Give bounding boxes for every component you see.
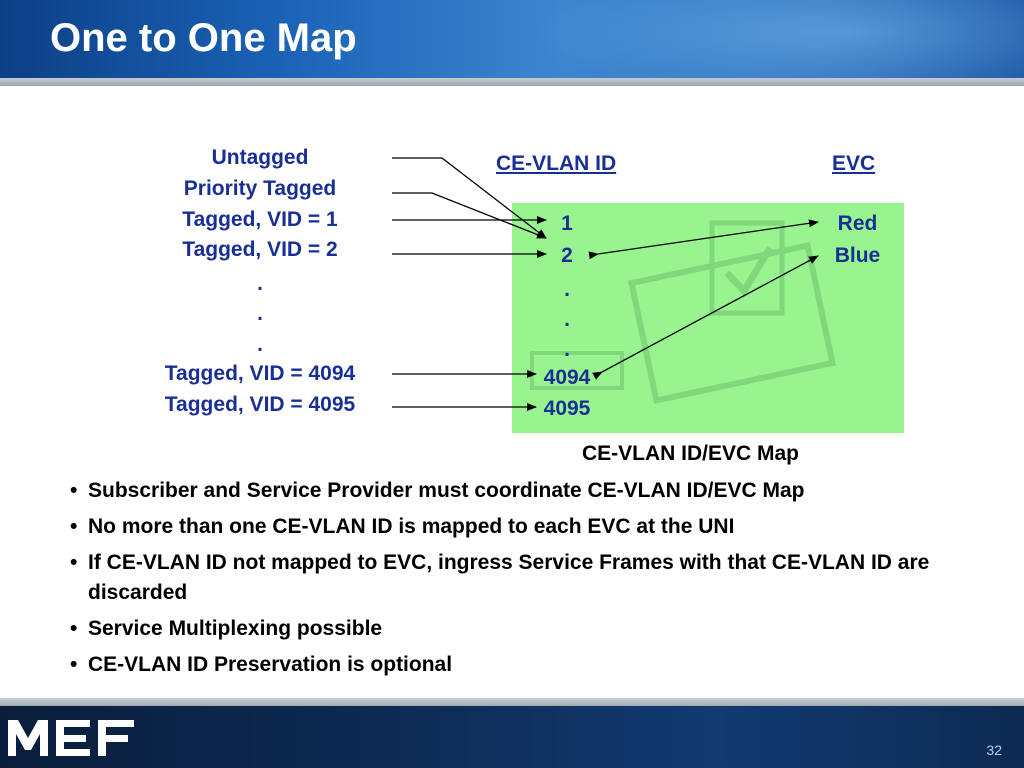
- frame-type-vid-4094: Tagged, VID = 4094: [164, 362, 356, 385]
- ce-vlan-id-ellipsis: .: [564, 338, 570, 361]
- frame-type-untagged: Untagged: [211, 146, 309, 169]
- slide-title: One to One Map: [50, 16, 357, 60]
- ce-vlan-id-4094: 4094: [543, 366, 591, 389]
- bullet-item: • Service Multiplexing possible: [70, 614, 970, 644]
- footer-divider: [0, 698, 1024, 706]
- bullet-text: If CE-VLAN ID not mapped to EVC, ingress…: [88, 551, 930, 604]
- frame-type-ellipsis: .: [257, 333, 263, 356]
- frame-type-priority-tagged: Priority Tagged: [183, 177, 337, 200]
- frame-type-ellipsis: .: [257, 302, 263, 325]
- bullet-glyph: •: [70, 653, 78, 676]
- ce-vlan-id-header: CE-VLAN ID: [496, 152, 617, 175]
- bullet-glyph: •: [70, 551, 78, 574]
- bullet-list: • Subscriber and Service Provider must co…: [70, 476, 970, 686]
- page-number: 32: [986, 742, 1002, 758]
- evc-red: Red: [837, 212, 878, 235]
- ce-vlan-id-ellipsis: .: [564, 308, 570, 331]
- header-divider: [0, 78, 1024, 86]
- frame-type-vid-4095: Tagged, VID = 4095: [164, 393, 356, 416]
- bullet-text: Service Multiplexing possible: [88, 617, 383, 640]
- title-bar: One to One Map: [0, 0, 1024, 78]
- evc-blue: Blue: [834, 244, 881, 267]
- bullet-glyph: •: [70, 479, 78, 502]
- ce-vlan-id-1: 1: [561, 212, 573, 235]
- frame-type-vid-2: Tagged, VID = 2: [182, 238, 338, 261]
- bullet-text: Subscriber and Service Provider must coo…: [88, 479, 805, 502]
- ce-vlan-id-ellipsis: .: [564, 278, 570, 301]
- ce-vlan-id-4095: 4095: [543, 397, 591, 420]
- bullet-text: No more than one CE-VLAN ID is mapped to…: [88, 515, 735, 538]
- ce-vlan-id-2: 2: [561, 244, 573, 267]
- evc-header: EVC: [832, 152, 876, 175]
- bullet-item: • If CE-VLAN ID not mapped to EVC, ingres…: [70, 548, 970, 608]
- frame-type-ellipsis: .: [257, 272, 263, 295]
- bullet-glyph: •: [70, 617, 78, 640]
- map-caption: CE-VLAN ID/EVC Map: [582, 442, 800, 465]
- bullet-glyph: •: [70, 515, 78, 538]
- bullet-item: • Subscriber and Service Provider must co…: [70, 476, 970, 506]
- bullet-item: • No more than one CE-VLAN ID is mapped t…: [70, 512, 970, 542]
- footer-bar: [0, 706, 1024, 768]
- frame-type-vid-1: Tagged, VID = 1: [182, 208, 338, 231]
- header-decoration: [504, 0, 1024, 78]
- bullet-text: CE-VLAN ID Preservation is optional: [88, 653, 453, 676]
- bullet-item: • CE-VLAN ID Preservation is optional: [70, 650, 970, 680]
- mef-logo: [8, 720, 134, 756]
